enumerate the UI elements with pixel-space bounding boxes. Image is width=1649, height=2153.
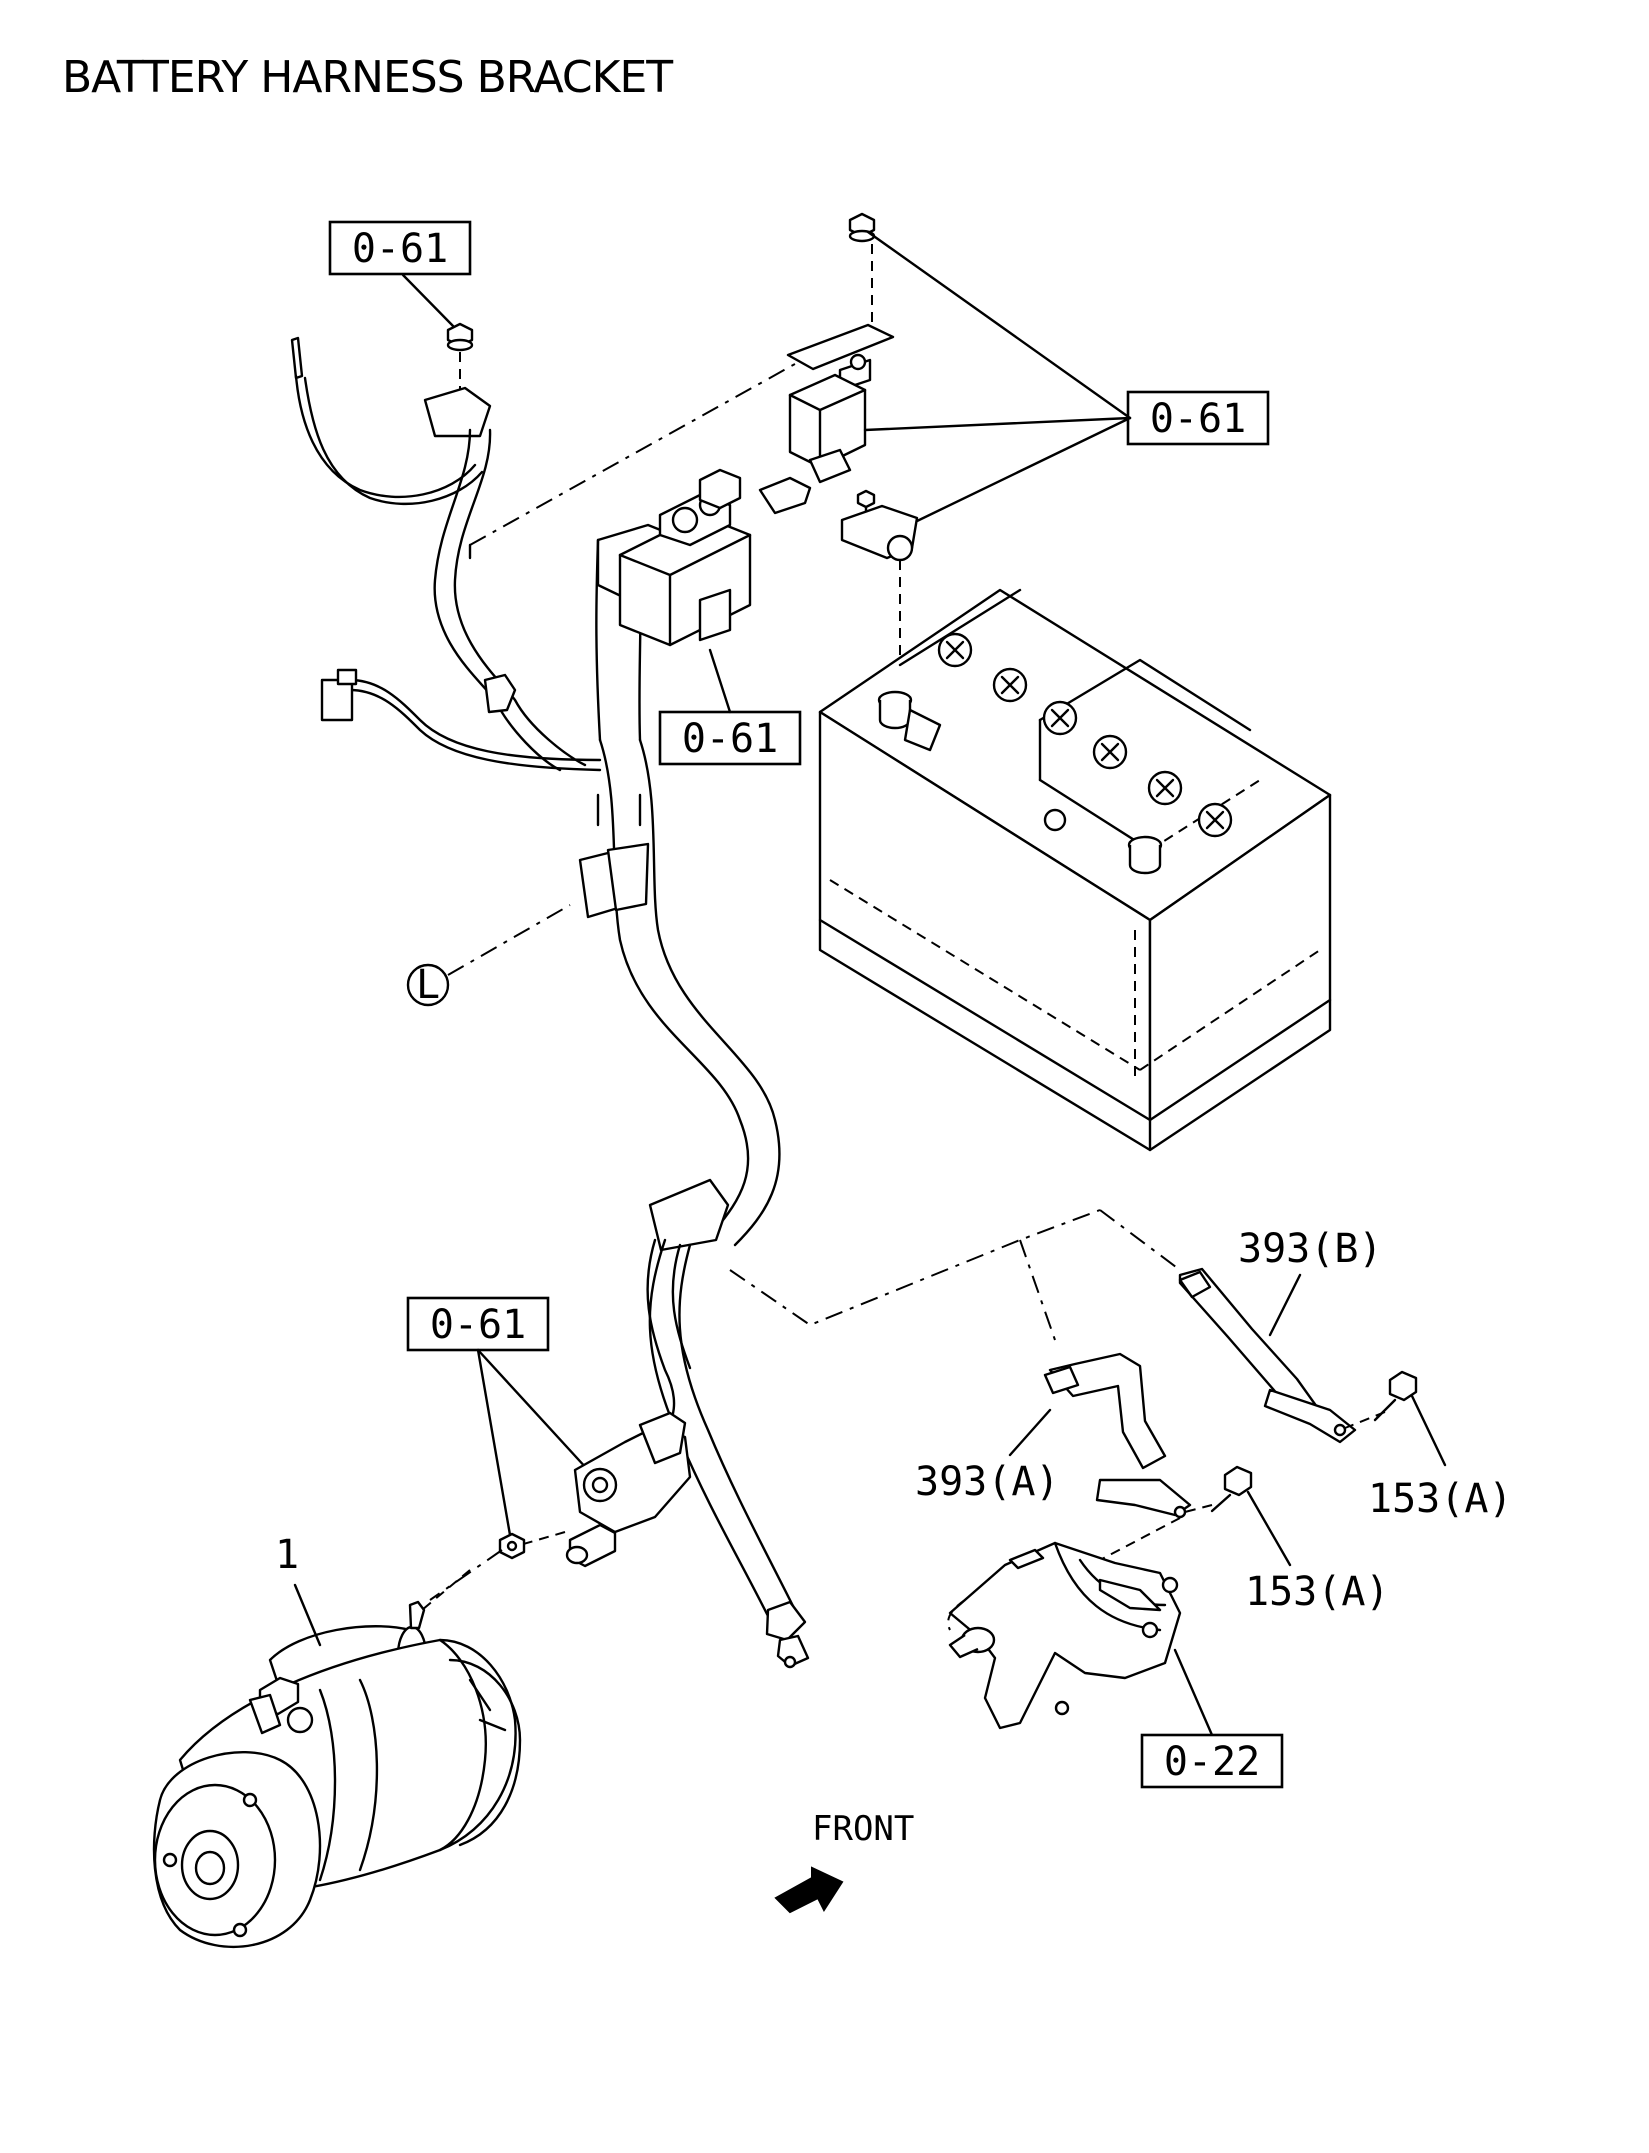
front-label: FRONT xyxy=(812,1809,914,1849)
callout-0-61-lower-left[interactable]: 0-61 xyxy=(406,1296,550,1352)
callout-0-61-top-right[interactable]: 0-61 xyxy=(1126,390,1270,446)
bolt-icon xyxy=(1373,1370,1418,1422)
bracket-393a xyxy=(1043,1352,1192,1519)
label-153a-right: 153(A) xyxy=(1368,1476,1513,1522)
terminal-cover xyxy=(788,373,867,484)
nut-icon xyxy=(446,322,474,352)
l-marker[interactable]: L xyxy=(406,962,450,1008)
callout-label: 0-61 xyxy=(1150,396,1246,442)
label-393a: 393(A) xyxy=(915,1459,1060,1505)
battery-icon xyxy=(818,588,1332,1152)
nut-icon xyxy=(498,1532,526,1560)
callout-label: 0-61 xyxy=(430,1302,526,1348)
label-153a-mid: 153(A) xyxy=(1245,1569,1390,1615)
mounting-bracket xyxy=(947,1541,1182,1730)
starter-motor-icon xyxy=(152,1600,522,1949)
nut-icon xyxy=(848,212,876,243)
callout-label: 0-22 xyxy=(1164,1739,1260,1785)
page-title: BATTERY HARNESS BRACKET xyxy=(62,52,673,103)
label-item-1: 1 xyxy=(275,1532,299,1578)
callout-label: 0-61 xyxy=(682,716,778,762)
callout-0-61-top-left[interactable]: 0-61 xyxy=(328,220,472,276)
callout-label: 0-61 xyxy=(352,226,448,272)
label-393b: 393(B) xyxy=(1238,1226,1383,1272)
starter-terminal xyxy=(565,1411,692,1568)
callout-0-61-middle[interactable]: 0-61 xyxy=(658,710,802,766)
l-marker-label: L xyxy=(416,962,440,1008)
callout-0-22[interactable]: 0-22 xyxy=(1140,1733,1284,1789)
bolt-icon xyxy=(1210,1465,1253,1513)
terminal-assembly xyxy=(618,468,812,647)
bracket-393b xyxy=(1178,1267,1357,1444)
front-arrow-icon xyxy=(774,1866,844,1914)
